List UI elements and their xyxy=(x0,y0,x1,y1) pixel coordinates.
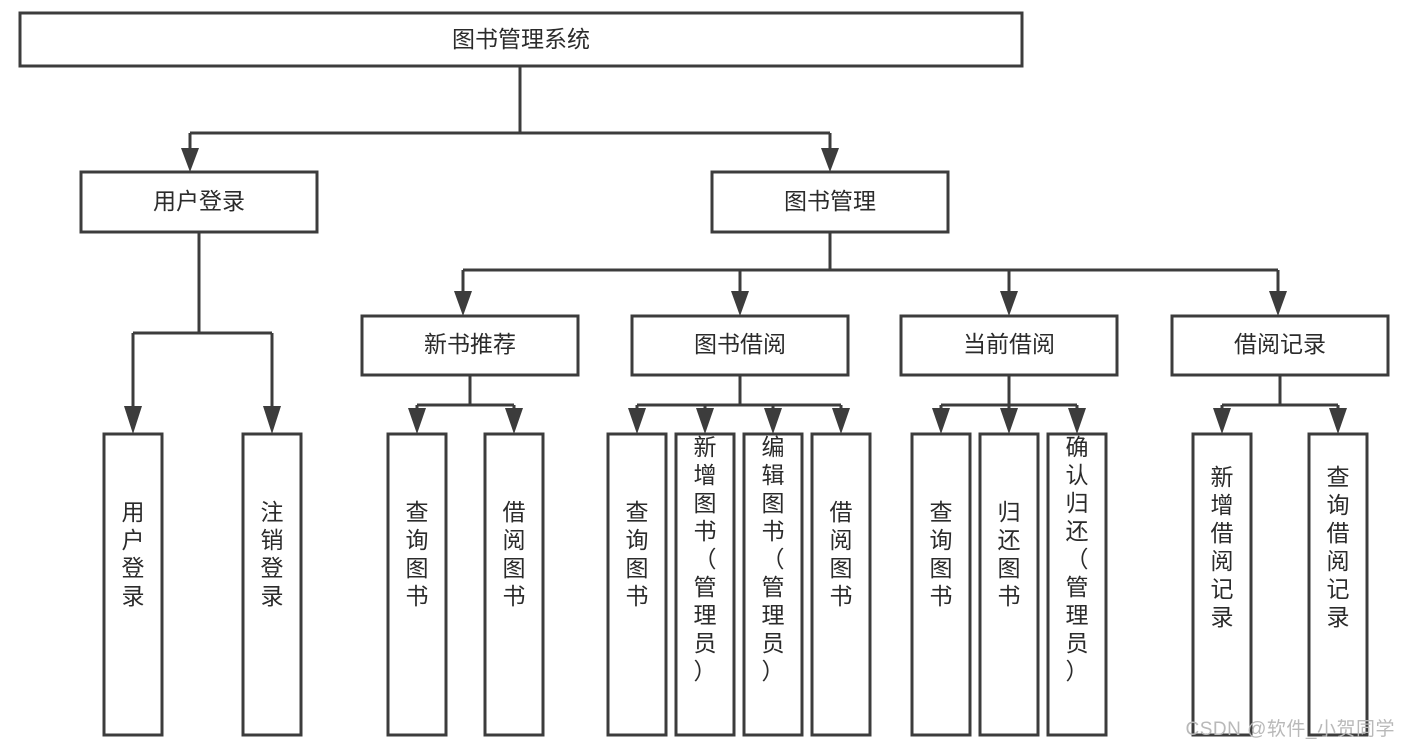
node-user-login[interactable]: 用户登录 xyxy=(79,170,319,234)
node-leaf-add-record-box[interactable] xyxy=(1191,432,1253,737)
node-leaf-query-book-2[interactable]: 查询图书 xyxy=(606,432,668,737)
arrow-leaf-query-book-3 xyxy=(932,408,950,434)
node-new-book-recommend[interactable]: 新书推荐 xyxy=(360,314,580,377)
node-leaf-edit-book[interactable]: 编辑图书（管理员） xyxy=(742,432,804,737)
node-leaf-query-record[interactable]: 查询借阅记录 xyxy=(1307,432,1369,737)
node-leaf-logout-box[interactable] xyxy=(241,432,303,737)
node-leaf-add-book-label: 新增图书（管理员） xyxy=(694,434,717,684)
node-leaf-query-book-3[interactable]: 查询图书 xyxy=(910,432,972,737)
node-leaf-logout[interactable]: 注销登录 xyxy=(241,432,303,737)
node-leaf-logout-label: 注销登录 xyxy=(261,499,284,609)
node-leaf-user-login[interactable]: 用户登录 xyxy=(102,432,164,737)
node-leaf-return-book-box[interactable] xyxy=(978,432,1040,737)
node-leaf-query-record-box[interactable] xyxy=(1307,432,1369,737)
arrow-leaf-query-record xyxy=(1329,408,1347,434)
node-user-login-box[interactable] xyxy=(79,170,319,234)
node-leaf-return-book[interactable]: 归还图书 xyxy=(978,432,1040,737)
node-leaf-query-book-2-label: 查询图书 xyxy=(626,499,649,609)
arrow-leaf-logout xyxy=(263,406,281,434)
node-leaf-borrow-book-2-label: 借阅图书 xyxy=(830,499,853,609)
node-leaf-return-book-label: 归还图书 xyxy=(998,499,1021,609)
node-book-manage-box[interactable] xyxy=(710,170,950,234)
arrow-leaf-edit-book xyxy=(764,408,782,434)
connector-layer xyxy=(124,66,1347,434)
node-leaf-add-book[interactable]: 新增图书（管理员） xyxy=(674,432,736,737)
arrow-leaf-return-book xyxy=(1000,408,1018,434)
node-leaf-confirm-return-label: 确认归还（管理员） xyxy=(1066,434,1089,684)
arrow-leaf-query-book-2 xyxy=(628,408,646,434)
node-leaf-query-record-label: 查询借阅记录 xyxy=(1327,464,1350,630)
arrow-leaf-borrow-book-2 xyxy=(832,408,850,434)
arrow-to-user-login xyxy=(181,148,199,172)
node-leaf-borrow-book-1-label: 借阅图书 xyxy=(503,499,526,609)
arrow-leaf-borrow-book-1 xyxy=(505,408,523,434)
node-current-borrow-box[interactable] xyxy=(899,314,1119,377)
node-leaf-query-book-1[interactable]: 查询图书 xyxy=(386,432,448,737)
node-leaf-edit-book-label: 编辑图书（管理员） xyxy=(762,434,785,684)
node-leaf-confirm-return[interactable]: 确认归还（管理员） xyxy=(1046,432,1108,737)
arrow-to-current-borrow xyxy=(1000,291,1018,316)
node-current-borrow[interactable]: 当前借阅 xyxy=(899,314,1119,377)
arrow-leaf-user-login xyxy=(124,406,142,434)
node-leaf-query-book-1-label: 查询图书 xyxy=(406,499,429,609)
node-borrow-record[interactable]: 借阅记录 xyxy=(1170,314,1390,377)
arrow-leaf-confirm-return xyxy=(1068,408,1086,434)
node-root-label: 图书管理系统 xyxy=(452,26,590,52)
arrow-to-book-manage xyxy=(821,148,839,172)
arrow-to-book-borrow xyxy=(731,291,749,316)
node-book-manage-label: 图书管理 xyxy=(784,188,876,214)
node-leaf-query-book-3-label: 查询图书 xyxy=(930,499,953,609)
node-book-manage[interactable]: 图书管理 xyxy=(710,170,950,234)
node-root[interactable]: 图书管理系统 xyxy=(18,11,1024,68)
arrow-leaf-query-book-1 xyxy=(408,408,426,434)
node-new-book-recommend-label: 新书推荐 xyxy=(424,331,516,357)
node-leaf-query-book-3-box[interactable] xyxy=(910,432,972,737)
arrow-to-borrow-record xyxy=(1269,291,1287,316)
node-leaf-borrow-book-1[interactable]: 借阅图书 xyxy=(483,432,545,737)
arrow-to-new-book xyxy=(454,291,472,316)
arrow-leaf-add-record xyxy=(1213,408,1231,434)
node-leaf-borrow-book-2-box[interactable] xyxy=(810,432,872,737)
node-new-book-recommend-box[interactable] xyxy=(360,314,580,377)
arrow-leaf-add-book xyxy=(696,408,714,434)
node-borrow-record-box[interactable] xyxy=(1170,314,1390,377)
node-leaf-user-login-label: 用户登录 xyxy=(122,499,145,609)
node-leaf-add-record[interactable]: 新增借阅记录 xyxy=(1191,432,1253,737)
node-leaf-borrow-book-2[interactable]: 借阅图书 xyxy=(810,432,872,737)
node-leaf-edit-book-box[interactable] xyxy=(742,432,804,737)
node-user-login-label: 用户登录 xyxy=(153,188,245,214)
node-book-borrow-label: 图书借阅 xyxy=(694,331,786,357)
node-leaf-query-book-2-box[interactable] xyxy=(606,432,668,737)
node-leaf-borrow-book-1-box[interactable] xyxy=(483,432,545,737)
node-book-borrow-box[interactable] xyxy=(630,314,850,377)
node-leaf-add-book-box[interactable] xyxy=(674,432,736,737)
node-leaf-query-book-1-box[interactable] xyxy=(386,432,448,737)
node-leaf-confirm-return-box[interactable] xyxy=(1046,432,1108,737)
node-leaf-add-record-label: 新增借阅记录 xyxy=(1211,464,1234,630)
node-root-box[interactable] xyxy=(18,11,1024,68)
node-leaf-user-login-box[interactable] xyxy=(102,432,164,737)
node-borrow-record-label: 借阅记录 xyxy=(1234,331,1326,357)
node-current-borrow-label: 当前借阅 xyxy=(963,331,1055,357)
node-book-borrow[interactable]: 图书借阅 xyxy=(630,314,850,377)
